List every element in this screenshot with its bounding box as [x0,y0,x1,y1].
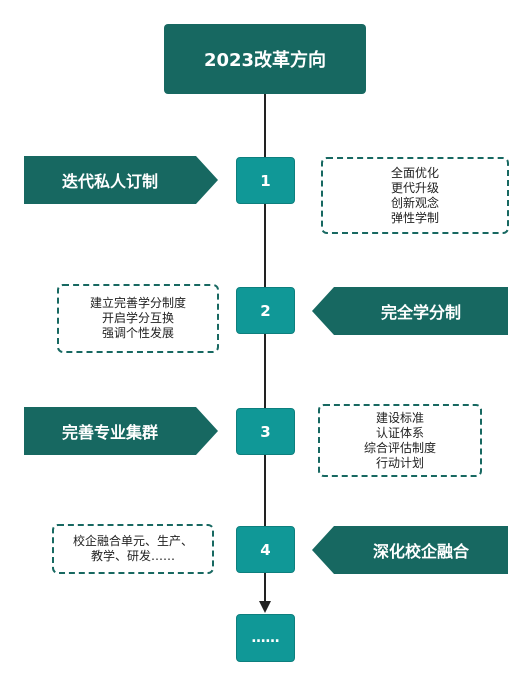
end-box: …… [236,614,295,662]
step-1-note-line-1: 全面优化 [390,165,439,180]
step-2-note-line-3: 强调个性发展 [101,326,174,340]
step-3-box: 3 [236,408,295,455]
step-4-note-line-1: 校企融合单元、生产、 [72,534,193,548]
step-2-label: 完全学分制 [380,303,461,322]
step-3-label-flag: 完善专业集群 [24,407,218,455]
step-3-note-line-4: 行动计划 [375,455,424,470]
connector-line [264,94,266,602]
arrow-head [259,601,271,613]
step-1-label-flag: 迭代私人订制 [24,156,218,204]
step-3-note-line-3: 综合评估制度 [363,440,436,455]
step-2-box: 2 [236,287,295,334]
step-3-note-line-1: 建设标准 [375,410,424,425]
step-4-label-flag: 深化校企融合 [312,526,508,574]
title-text: 2023改革方向 [203,50,327,71]
step-2-number: 2 [260,301,271,320]
step-4-note-line-2: 教学、研发…… [90,549,175,563]
step-2-note: 建立完善学分制度 开启学分互换 强调个性发展 [57,284,219,353]
step-1-label: 迭代私人订制 [61,172,158,191]
step-1-note: 全面优化 更代升级 创新观念 弹性学制 [321,157,509,234]
step-3-number: 3 [260,422,271,441]
step-2-note-line-1: 建立完善学分制度 [89,296,186,310]
step-1-box: 1 [236,157,295,204]
title-box: 2023改革方向 [164,24,366,94]
step-4-note: 校企融合单元、生产、 教学、研发…… [52,524,214,574]
step-1-note-line-2: 更代升级 [390,180,439,195]
step-4-label: 深化校企融合 [372,542,469,561]
step-2-label-flag: 完全学分制 [312,287,508,335]
step-4-box: 4 [236,526,295,573]
step-3-note-line-2: 认证体系 [375,425,424,440]
step-4-number: 4 [260,540,271,559]
end-label: …… [251,630,280,646]
step-3-label: 完善专业集群 [61,423,158,442]
step-3-note: 建设标准 认证体系 综合评估制度 行动计划 [318,404,482,477]
step-1-note-line-4: 弹性学制 [390,210,439,225]
step-2-note-line-2: 开启学分互换 [101,311,174,325]
step-1-note-line-3: 创新观念 [390,195,439,210]
step-1-number: 1 [260,171,271,190]
